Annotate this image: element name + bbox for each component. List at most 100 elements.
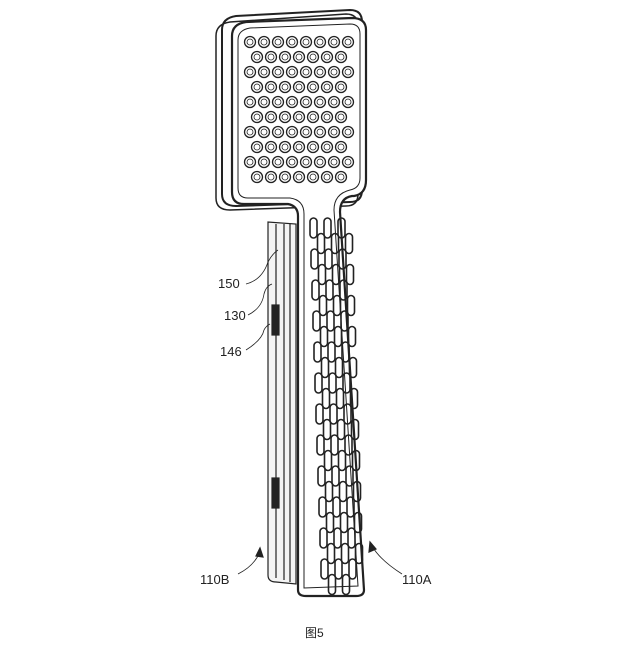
dimple-icon [292, 110, 306, 124]
dimple-icon [278, 50, 292, 64]
slot-icon [337, 449, 347, 472]
slot-icon [339, 511, 349, 534]
dimple-icon [281, 53, 289, 61]
dimple-icon [285, 65, 299, 79]
dimple-icon [246, 98, 254, 106]
dimple-icon [306, 110, 320, 124]
dimple-icon [292, 50, 306, 64]
arrow-110A [368, 540, 377, 553]
dimple-icon [260, 38, 268, 46]
dimple-icon [295, 53, 303, 61]
dimple-icon [274, 68, 282, 76]
slot-icon [352, 480, 362, 503]
front-plate [230, 16, 368, 598]
dimple-icon [330, 38, 338, 46]
dimple-icon [320, 80, 334, 94]
slot-icon [344, 434, 353, 456]
slot-icon [334, 356, 344, 379]
dimple-icon [320, 50, 334, 64]
dimple-icon [295, 113, 303, 121]
dimple-icon [299, 125, 313, 139]
dimple-icon [246, 128, 254, 136]
slot-icon [319, 527, 328, 549]
slot-icon [349, 387, 359, 410]
slot-icon [331, 465, 340, 487]
dimple-icon [278, 80, 292, 94]
dimple-icon [341, 65, 355, 79]
dimple-icon [302, 68, 310, 76]
slot-icon [323, 449, 333, 472]
slot-icon [321, 387, 331, 410]
slot-icon [341, 341, 350, 363]
slot-icon [314, 372, 323, 394]
dimple-icon [250, 170, 264, 184]
dimple-icon [330, 128, 338, 136]
dimple-icon [292, 80, 306, 94]
dimple-icon [267, 83, 275, 91]
slot-icon [325, 511, 335, 534]
dimple-icon [253, 113, 261, 121]
slot-icon [345, 263, 355, 286]
label-150: 150 [218, 276, 240, 291]
slot-icon [353, 511, 363, 534]
dimple-icon [278, 170, 292, 184]
dimple-icon [320, 110, 334, 124]
slot-icon [345, 465, 354, 487]
dimple-icon [306, 80, 320, 94]
dimple-icon [327, 35, 341, 49]
dimple-icon [316, 68, 324, 76]
back-plate [267, 221, 297, 585]
slot-icon [313, 341, 322, 363]
slot-icon [348, 558, 357, 580]
dimple-icon [250, 80, 264, 94]
dimple-icon [316, 158, 324, 166]
dimple-icon [316, 128, 324, 136]
front-plate-inner [237, 23, 361, 589]
slot-icon [324, 248, 333, 270]
slot-icon [338, 480, 348, 503]
dimple-icon [299, 65, 313, 79]
dimple-icon [278, 140, 292, 154]
dimple-icon [341, 125, 355, 139]
slot-icon [328, 372, 337, 394]
slot-icon [330, 232, 340, 255]
dimple-icon [334, 170, 348, 184]
dimple-icon [288, 128, 296, 136]
dimple-icon [253, 173, 261, 181]
slot-icon [311, 279, 320, 301]
figure-caption: 图5 [305, 626, 324, 640]
dimple-icon [267, 113, 275, 121]
slot-icon [326, 542, 336, 565]
dimple-icon [295, 83, 303, 91]
dimple-icon [264, 170, 278, 184]
dimple-icon [327, 125, 341, 139]
dimple-icon [250, 140, 264, 154]
slot-icon [315, 403, 324, 425]
slot-icon [343, 403, 352, 425]
tab-146-lower [271, 477, 280, 509]
dimple-icon [260, 128, 268, 136]
slot-icon [341, 573, 351, 596]
dimple-icon [246, 68, 254, 76]
dimple-icon [243, 155, 257, 169]
dimple-icon [337, 53, 345, 61]
slot-icon [332, 294, 342, 317]
dimple-icon [323, 53, 331, 61]
dimple-icon [306, 170, 320, 184]
dimple-icon [285, 125, 299, 139]
dimple-icon [253, 143, 261, 151]
dimple-icon [267, 53, 275, 61]
slot-icon [322, 418, 332, 441]
dimple-icon [288, 68, 296, 76]
label-130: 130 [224, 308, 246, 323]
dimple-icon [327, 95, 341, 109]
dimple-icon [260, 158, 268, 166]
slot-icon [320, 356, 330, 379]
dimple-icon [278, 110, 292, 124]
dimple-icon [341, 95, 355, 109]
dimple-icon [313, 35, 327, 49]
slot-icon [334, 558, 343, 580]
dimple-icon [295, 173, 303, 181]
dimple-icon [306, 50, 320, 64]
label-110B: 110B [200, 572, 230, 587]
